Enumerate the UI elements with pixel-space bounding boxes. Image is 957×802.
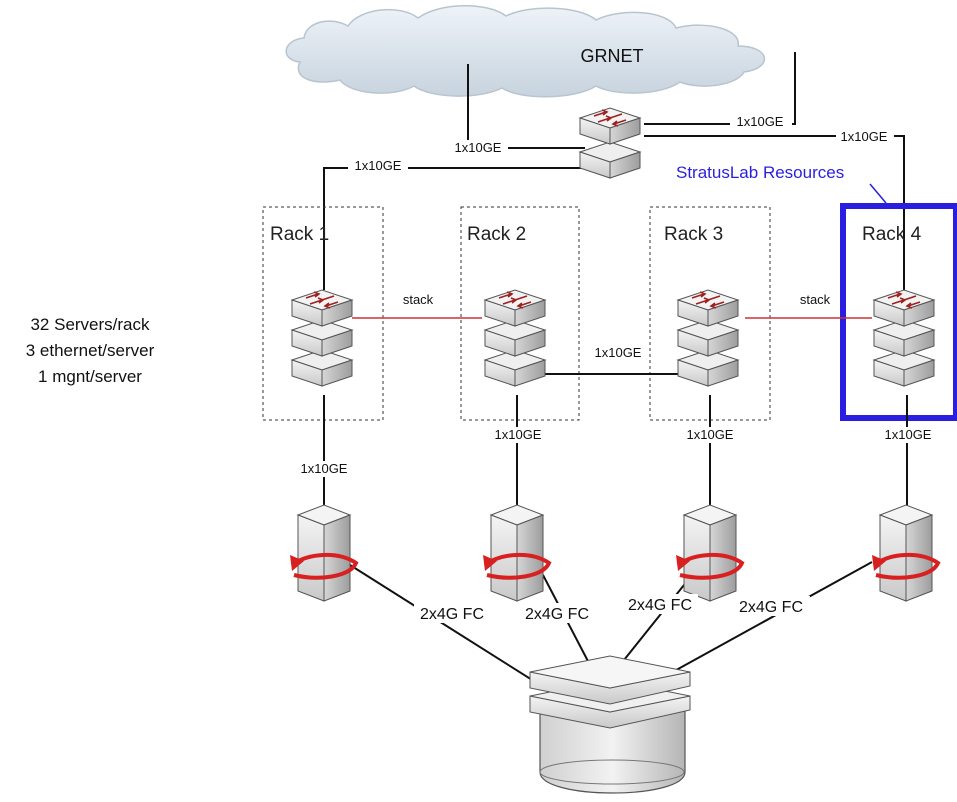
stack-label: stack — [403, 292, 434, 307]
stratuslab-label: StratusLab Resources — [676, 163, 844, 182]
storage-server — [870, 503, 940, 603]
fc-label: 2x4G FC — [420, 606, 484, 623]
grnet-cloud: GRNET — [285, 5, 765, 98]
core-switch — [579, 107, 641, 179]
inter-rack-label: 1x10GE — [595, 345, 642, 360]
rack-link-label: 1x10GE — [885, 427, 932, 442]
uplink-label: 1x10GE — [737, 114, 784, 129]
uplink-label: 1x10GE — [355, 158, 402, 173]
storage-array — [529, 655, 691, 794]
stratuslab-highlight-box — [840, 203, 957, 421]
rack-link-label: 1x10GE — [301, 461, 348, 476]
note-line: 32 Servers/rack — [30, 315, 150, 334]
rack-label: Rack 3 — [664, 224, 723, 245]
note-line: 1 mgnt/server — [38, 367, 142, 386]
fc-label: 2x4G FC — [525, 606, 589, 623]
rack-2-switch-stack — [484, 289, 546, 387]
rack-3-switch-stack — [677, 289, 739, 387]
cloud-label: GRNET — [581, 46, 644, 66]
stack-label: stack — [800, 292, 831, 307]
fc-label: 2x4G FC — [628, 597, 692, 614]
fc-label: 2x4G FC — [739, 599, 803, 616]
rack-link-label: 1x10GE — [495, 427, 542, 442]
uplink-label: 1x10GE — [455, 140, 502, 155]
storage-server — [674, 503, 744, 603]
rack-4-switch-stack — [873, 289, 935, 387]
storage-server — [288, 503, 358, 603]
note-line: 3 ethernet/server — [26, 341, 155, 360]
rack-label: Rack 1 — [270, 224, 329, 245]
rack-2-box — [460, 206, 580, 421]
rack-link-label: 1x10GE — [687, 427, 734, 442]
rack-label: Rack 2 — [467, 224, 526, 245]
rack-1-switch-stack — [291, 289, 353, 387]
storage-server — [481, 503, 551, 603]
rack-label: Rack 4 — [862, 224, 922, 245]
uplink-label: 1x10GE — [841, 129, 888, 144]
